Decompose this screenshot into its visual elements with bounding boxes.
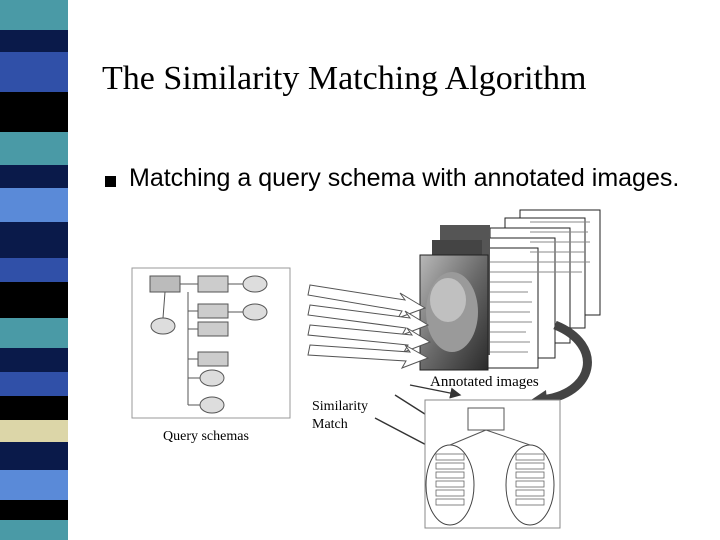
annotated-images-label: Annotated images [430,374,539,390]
stripe-block [0,222,68,258]
stripe-block [0,396,68,420]
schema-node [197,303,229,319]
schema-node [197,321,229,337]
query-schema-diagram [131,267,291,419]
schema-node [150,317,176,335]
bullet-square-icon [105,176,116,187]
stripe-block [0,520,68,540]
decorative-stripe [0,0,68,540]
bullet-text: Matching a query schema with annotated i… [129,164,680,192]
schema-node [197,275,229,293]
stripe-block [0,165,68,188]
curved-arrow [539,320,592,405]
stripe-block [0,372,68,396]
schema-node [199,369,225,387]
stripe-block [0,52,68,92]
stripe-block [0,92,68,132]
stripe-block [0,442,68,470]
schema-node [242,303,268,321]
query-schemas-label: Query schemas [163,429,249,444]
similarity-label: Similarity [312,399,368,414]
stripe-block [0,348,68,372]
query-schema-border [131,267,291,419]
stripe-block [0,282,68,318]
annotated-image-stack [419,209,601,371]
slide-title: The Similarity Matching Algorithm [102,60,587,97]
stripe-block [0,470,68,500]
stream-arrows [307,284,432,369]
stripe-block [0,30,68,52]
stripe-block [0,132,68,165]
schema-node [199,396,225,414]
match-result-diagram [424,399,561,529]
schema-node [197,351,229,367]
stripe-block [0,188,68,222]
stripe-block [0,420,68,442]
schema-node [242,275,268,293]
schema-node [149,275,181,293]
stripe-block [0,0,68,30]
stripe-block [0,318,68,348]
stripe-block [0,258,68,282]
stripe-block [0,500,68,520]
match-label: Match [312,417,348,432]
